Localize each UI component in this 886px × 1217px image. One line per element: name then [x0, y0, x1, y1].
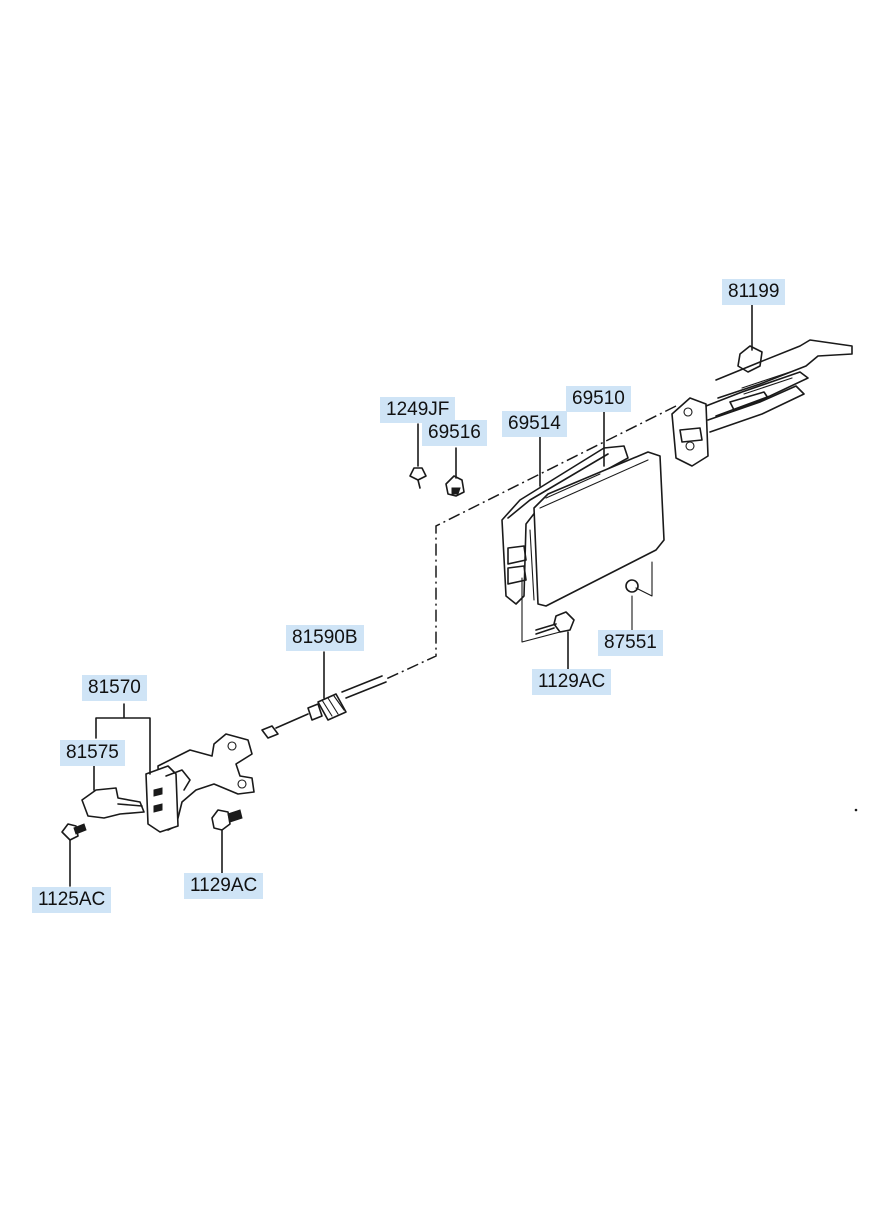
screw-1125AC-part: [61, 823, 87, 841]
mounting-screw-top-part: [535, 611, 575, 635]
fuel-door-latch-part: [671, 339, 853, 467]
release-lever-assembly-part: [81, 733, 255, 833]
part-label-1129AC-top[interactable]: 1129AC: [532, 669, 612, 695]
fuel-filler-door-part: [501, 445, 665, 607]
part-label-1249JF[interactable]: 1249JF: [380, 397, 456, 423]
leader-87551: [631, 561, 653, 631]
bracket-line: [521, 577, 561, 643]
part-label-1125AC[interactable]: 1125AC: [32, 887, 112, 913]
stray-dot: [854, 808, 858, 812]
screw-1129AC-bottom-part: [211, 809, 243, 831]
release-cable-part: [261, 675, 387, 739]
screw-1249JF-part: [409, 467, 427, 489]
part-label-81199[interactable]: 81199: [722, 279, 786, 305]
part-label-81590B[interactable]: 81590B: [286, 625, 364, 651]
part-label-81575[interactable]: 81575: [60, 740, 125, 766]
part-label-69510[interactable]: 69510: [566, 386, 631, 412]
part-label-81570[interactable]: 81570: [82, 675, 147, 701]
part-label-69514[interactable]: 69514: [502, 411, 567, 437]
part-label-1129AC-bottom[interactable]: 1129AC: [184, 873, 264, 899]
part-label-87551[interactable]: 87551: [598, 630, 663, 656]
leader-81570: [95, 703, 151, 775]
cable-routing-line: [383, 405, 677, 681]
clip-69516-part: [445, 475, 465, 497]
part-label-69516[interactable]: 69516: [422, 420, 487, 446]
rubber-bumper-part: [625, 579, 639, 593]
